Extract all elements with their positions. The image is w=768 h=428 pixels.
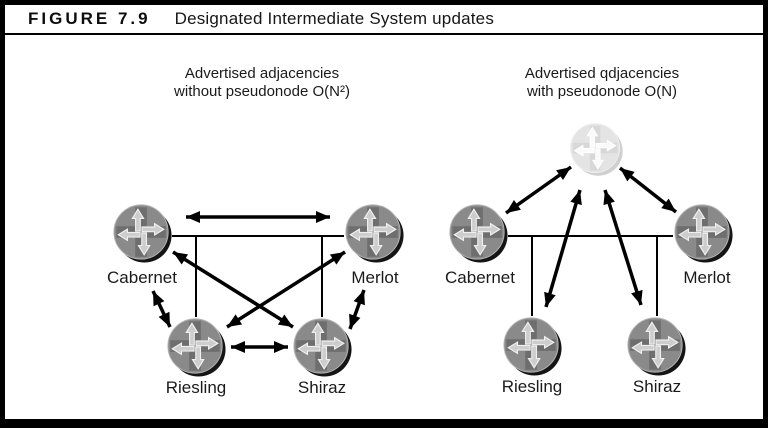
node-label-shiraz-right: Shiraz [632,377,682,396]
adjacency-arrow-merlot-shiraz [348,289,366,330]
node-label-shiraz-left: Shiraz [297,378,347,397]
pseudonode-icon [570,123,623,176]
topology-diagram [113,123,733,377]
adjacency-arrow-merlot-pseudonode [618,166,678,214]
node-label-merlot-left: Merlot [351,268,399,287]
right-diagram-heading: Advertised qdjacencies with pseudonode O… [525,65,679,101]
left-heading-line2: without pseudonode O(N²) [174,83,350,100]
adjacency-arrow-riesling-pseudonode [544,189,582,308]
router-icon-shiraz-left [293,318,352,377]
node-label-riesling-left: Riesling [165,378,227,397]
router-icon-riesling-right [503,317,562,376]
left-diagram-heading: Advertised adjacencies without pseudonod… [174,65,350,101]
adjacency-arrow-merlot-riesling [226,250,346,329]
node-label-cabernet-right: Cabernet [445,268,515,287]
node-label-riesling-right: Riesling [501,377,563,396]
figure-title: Designated Intermediate System updates [174,9,495,28]
router-icon-cabernet-left [113,204,172,263]
router-icon-riesling-left [167,318,226,377]
figure-label: FIGURE 7.9 [28,9,151,28]
router-icon-merlot-left [345,204,404,263]
router-icon-cabernet-right [449,204,508,263]
right-heading-line1: Advertised qdjacencies [524,65,680,82]
left-heading-line1: Advertised adjacencies [184,65,340,82]
adjacency-arrow-cabernet-shiraz [172,250,294,329]
router-icon-merlot-right [674,204,733,263]
adjacency-arrow-shiraz-pseudonode [603,189,643,306]
router-icon-shiraz-right [627,317,686,376]
adjacency-arrow-cabernet-riesling [151,290,172,328]
node-label-merlot-right: Merlot [683,268,731,287]
node-label-cabernet-left: Cabernet [107,268,177,287]
right-heading-line2: with pseudonode O(N) [526,83,678,100]
adjacency-arrow-cabernet-pseudonode [504,165,573,215]
figure-title-row: FIGURE 7.9 Designated Intermediate Syste… [5,5,763,35]
